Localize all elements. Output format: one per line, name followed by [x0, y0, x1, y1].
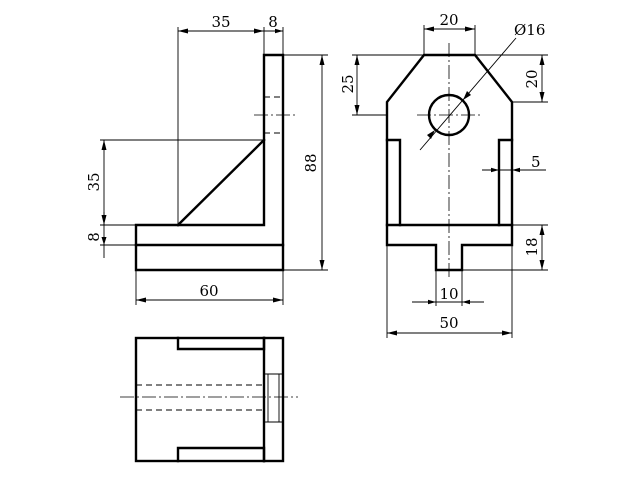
dim-arrow — [178, 28, 188, 34]
side-view-outline — [385, 53, 514, 272]
dim-arrow — [101, 140, 107, 150]
dim-50: 50 — [439, 314, 458, 332]
dim-arrow — [462, 299, 470, 305]
dim-arrow — [254, 28, 264, 34]
side-left-slot — [385, 138, 402, 227]
dim-5: 5 — [531, 153, 541, 171]
top-view — [120, 336, 298, 463]
dim-arrow — [275, 28, 283, 34]
dim-arrow — [101, 237, 107, 245]
top-upper-notch — [176, 336, 266, 351]
dim-arrow — [319, 260, 325, 270]
dim-diameter-16: Ø16 — [514, 21, 545, 39]
dim-arrow — [502, 330, 512, 336]
dim-arrow — [539, 260, 545, 270]
dim-arrow — [491, 167, 499, 173]
dim-35-rib: 35 — [85, 172, 103, 191]
dim-8-wall: 8 — [268, 13, 278, 31]
dim-10: 10 — [439, 285, 458, 303]
dim-arrow — [512, 167, 520, 173]
dim-arrow — [424, 26, 434, 32]
dim-arrow — [465, 26, 475, 32]
dim-arrow — [136, 297, 146, 303]
top-lower-notch — [176, 446, 266, 463]
front-view: 35 8 88 35 8 60 — [85, 13, 328, 305]
dim-arrow — [539, 225, 545, 235]
dim-88: 88 — [302, 153, 320, 172]
front-rib-edge — [176, 138, 266, 227]
dim-20-right: 20 — [523, 69, 541, 88]
dim-arrow — [539, 55, 545, 65]
side-right-slot — [497, 138, 514, 227]
dim-arrow — [354, 105, 360, 115]
dim-35-top: 35 — [211, 13, 230, 31]
dim-arrow — [428, 299, 436, 305]
dim-arrow — [387, 330, 397, 336]
top-view-outline — [134, 336, 285, 463]
dim-8-base: 8 — [85, 232, 103, 242]
dim-arrow — [539, 92, 545, 102]
dim-arrow — [427, 130, 435, 139]
dim-arrow — [273, 297, 283, 303]
dim-arrow — [354, 55, 360, 65]
side-view: 20 Ø16 25 20 5 18 10 50 — [339, 11, 548, 338]
dim-25: 25 — [339, 74, 357, 93]
dim-20-top: 20 — [439, 11, 458, 29]
dim-60: 60 — [199, 282, 218, 300]
dim-arrow — [319, 55, 325, 65]
dim-arrow — [463, 91, 471, 100]
front-view-outline — [134, 53, 285, 272]
dim-18: 18 — [523, 237, 541, 256]
